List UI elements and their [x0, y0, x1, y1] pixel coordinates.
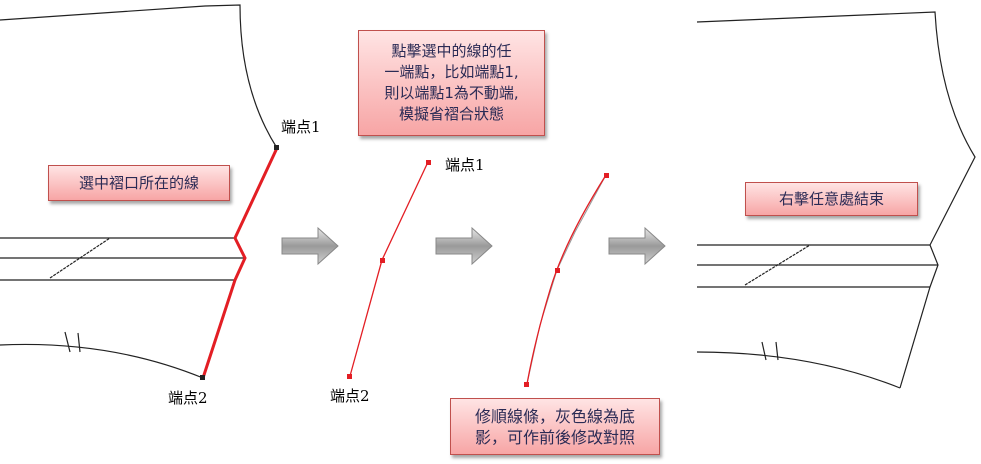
endpoint-1-label: 端点1 — [445, 156, 485, 174]
note-line: 修順線條，灰色線為底 — [474, 406, 635, 426]
note-line: 點擊選中的線的任 — [391, 42, 512, 60]
arrow-icon — [435, 226, 493, 266]
note-line: 模擬省褶合狀態 — [398, 105, 504, 123]
note-line: 影，可作前後修改對照 — [474, 427, 635, 447]
note-step-3: 修順線條，灰色線為底 影，可作前後修改對照 — [450, 398, 660, 455]
endpoint-1-label: 端点1 — [281, 118, 321, 136]
note-step-1: 選中褶口所在的線 — [48, 165, 230, 201]
note-line: 則以端點1為不動端, — [384, 84, 519, 102]
panel-4-pattern — [696, 11, 976, 389]
note-step-4: 右擊任意處結束 — [745, 182, 918, 216]
note-step-2: 點擊選中的線的任 一端點，比如端點1, 則以端點1為不動端, 模擬省褶合狀態 — [358, 30, 545, 136]
arrow-icon — [281, 226, 339, 266]
endpoint-2-label: 端点2 — [168, 389, 208, 407]
panel-3-smoothed-line — [524, 173, 609, 387]
note-line: 一端點，比如端點1, — [384, 63, 519, 81]
endpoint-2-label: 端点2 — [330, 387, 370, 405]
panel-2-line — [347, 160, 431, 379]
arrow-icon — [608, 226, 666, 266]
panel-1-pattern — [0, 4, 278, 379]
selected-dart-line[interactable] — [201, 147, 279, 379]
